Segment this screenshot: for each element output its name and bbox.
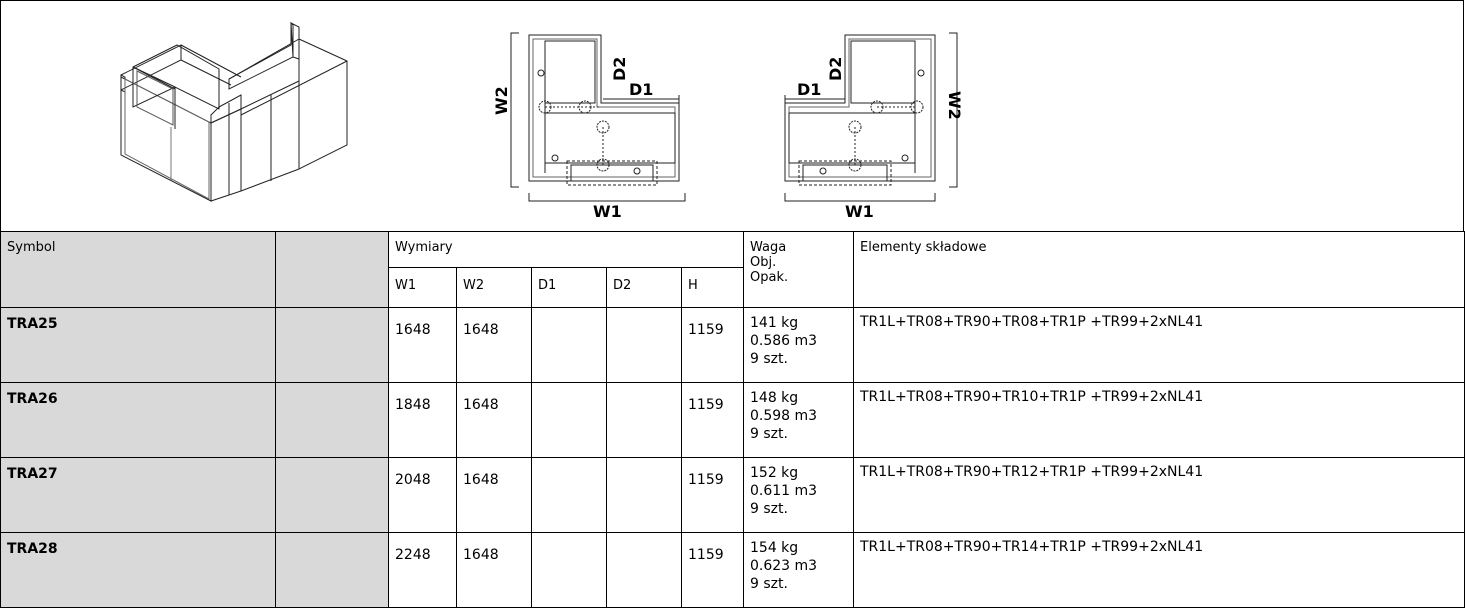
plan-view-right: D1 D2 W2 W1 [784, 32, 964, 221]
row-d1 [531, 307, 607, 383]
row-d1 [531, 532, 607, 608]
row-elementy: TR1L+TR08+TR90+TR10+TR1P +TR99+2xNL41 [853, 382, 1465, 458]
diagram-label-d1: D1 [629, 80, 653, 99]
row-obj: 0.598 m3 [750, 408, 818, 424]
row-elementy: TR1L+TR08+TR90+TR12+TR1P +TR99+2xNL41 [853, 457, 1465, 533]
header-d2: D2 [606, 267, 682, 308]
table-row: TRA25 1648 1648 1159 141 kg 0.586 m3 9 s… [0, 307, 1465, 383]
row-d2 [606, 307, 682, 383]
header-opak-label: Opak. [750, 270, 789, 285]
diagram-label-d1-right: D1 [797, 80, 821, 99]
row-elementy: TR1L+TR08+TR90+TR08+TR1P +TR99+2xNL41 [853, 307, 1465, 383]
row-opak: 9 szt. [750, 576, 788, 592]
header-waga: Waga Obj. Opak. [743, 231, 854, 308]
row-symbol: TRA26 [0, 382, 276, 458]
row-waga: 152 kg 0.611 m3 9 szt. [743, 457, 854, 533]
specification-table: Symbol Wymiary Waga Obj. Opak. Elementy … [0, 231, 1465, 608]
table-row: TRA28 2248 1648 1159 154 kg 0.623 m3 9 s… [0, 532, 1465, 608]
row-w2: 1648 [456, 457, 532, 533]
row-w1: 1848 [388, 382, 457, 458]
header-elementy: Elementy składowe [853, 231, 1465, 308]
header-blank [275, 231, 389, 308]
header-d1: D1 [531, 267, 607, 308]
table-row: TRA27 2048 1648 1159 152 kg 0.611 m3 9 s… [0, 457, 1465, 533]
drawing-panel: W2 D2 D1 W1 [0, 0, 1464, 232]
row-elementy: TR1L+TR08+TR90+TR14+TR1P +TR99+2xNL41 [853, 532, 1465, 608]
row-d1 [531, 457, 607, 533]
row-waga: 154 kg 0.623 m3 9 szt. [743, 532, 854, 608]
table-row: TRA26 1848 1648 1159 148 kg 0.598 m3 9 s… [0, 382, 1465, 458]
row-w1: 2048 [388, 457, 457, 533]
diagram-label-w1-right: W1 [845, 202, 874, 221]
row-obj: 0.586 m3 [750, 333, 818, 349]
isometric-desk-drawing [120, 21, 348, 202]
row-symbol: TRA28 [0, 532, 276, 608]
row-w2: 1648 [456, 532, 532, 608]
header-w2: W2 [456, 267, 532, 308]
header-obj-label: Obj. [750, 255, 777, 270]
row-w1: 1648 [388, 307, 457, 383]
row-opak: 9 szt. [750, 426, 788, 442]
row-w2: 1648 [456, 307, 532, 383]
header-w1: W1 [388, 267, 457, 308]
row-symbol: TRA25 [0, 307, 276, 383]
row-h: 1159 [681, 532, 744, 608]
plan-view-left: W2 D2 D1 W1 [492, 32, 686, 221]
row-blank [275, 532, 389, 608]
row-h: 1159 [681, 382, 744, 458]
row-d2 [606, 457, 682, 533]
diagram-label-d2: D2 [610, 57, 629, 81]
row-waga: 141 kg 0.586 m3 9 szt. [743, 307, 854, 383]
row-h: 1159 [681, 307, 744, 383]
row-opak: 9 szt. [750, 501, 788, 517]
header-wymiary: Wymiary [388, 231, 744, 268]
row-w2: 1648 [456, 382, 532, 458]
row-d2 [606, 532, 682, 608]
row-blank [275, 382, 389, 458]
diagram-label-w2-right: W2 [945, 91, 964, 120]
row-waga-kg: 152 kg [750, 465, 799, 481]
diagram-label-w2: W2 [492, 86, 511, 115]
row-obj: 0.611 m3 [750, 483, 818, 499]
row-waga-kg: 148 kg [750, 390, 799, 406]
row-w1: 2248 [388, 532, 457, 608]
diagram-label-d2-right: D2 [826, 57, 845, 81]
row-symbol: TRA27 [0, 457, 276, 533]
header-waga-label: Waga [750, 240, 787, 255]
header-symbol: Symbol [0, 231, 276, 308]
row-waga: 148 kg 0.598 m3 9 szt. [743, 382, 854, 458]
row-waga-kg: 154 kg [750, 540, 799, 556]
row-d2 [606, 382, 682, 458]
row-obj: 0.623 m3 [750, 558, 818, 574]
row-d1 [531, 382, 607, 458]
row-h: 1159 [681, 457, 744, 533]
row-waga-kg: 141 kg [750, 315, 799, 331]
row-blank [275, 307, 389, 383]
header-h: H [681, 267, 744, 308]
diagram-label-w1: W1 [593, 202, 622, 221]
row-opak: 9 szt. [750, 351, 788, 367]
row-blank [275, 457, 389, 533]
